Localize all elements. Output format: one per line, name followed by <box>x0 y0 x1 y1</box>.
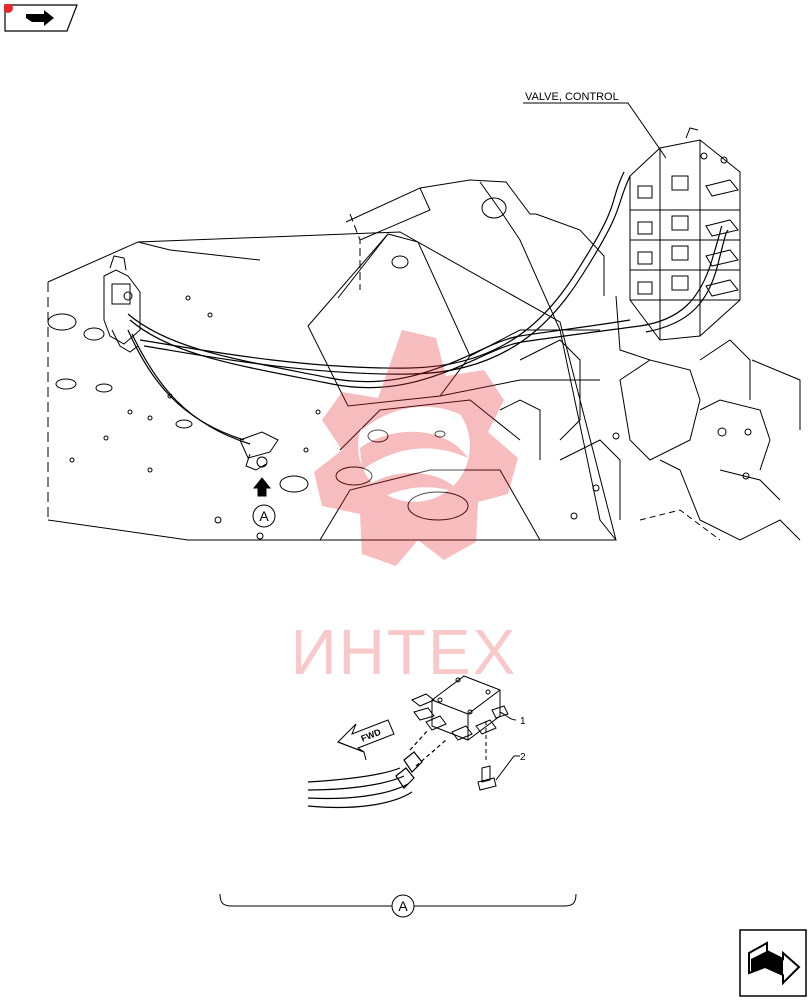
fwd-arrow <box>337 719 395 761</box>
detail-hose-fittings <box>307 729 447 809</box>
part-2-label: 2 <box>520 752 526 763</box>
next-page-arrow-icon <box>748 941 801 986</box>
valve-control-label: VALVE, CONTROL <box>525 91 619 103</box>
detail-ref-label: A <box>259 508 269 524</box>
detail-ref-circle <box>252 504 276 528</box>
upper-frame-platform <box>47 179 801 541</box>
leader-part-1 <box>499 711 517 721</box>
detail-bolt <box>477 720 497 791</box>
part-1-label: 1 <box>520 716 526 727</box>
valve-leader-line <box>523 102 667 159</box>
back-arrow-icon <box>26 10 54 26</box>
watermark-logo <box>314 330 518 566</box>
watermark-text: ИНТЕХ <box>291 616 518 688</box>
leader-part-2 <box>495 755 520 781</box>
pointer-arrow <box>252 477 272 497</box>
pilot-valve <box>103 255 141 353</box>
detail-bracket <box>219 893 392 907</box>
prev-page-button[interactable] <box>4 4 78 32</box>
detail-valve-block <box>411 675 509 741</box>
detail-title-label: A <box>398 898 408 914</box>
control-valve <box>629 127 741 341</box>
detail-title-circle <box>391 894 415 918</box>
next-page-button[interactable] <box>739 929 807 997</box>
solenoid-valve-small <box>239 431 279 471</box>
